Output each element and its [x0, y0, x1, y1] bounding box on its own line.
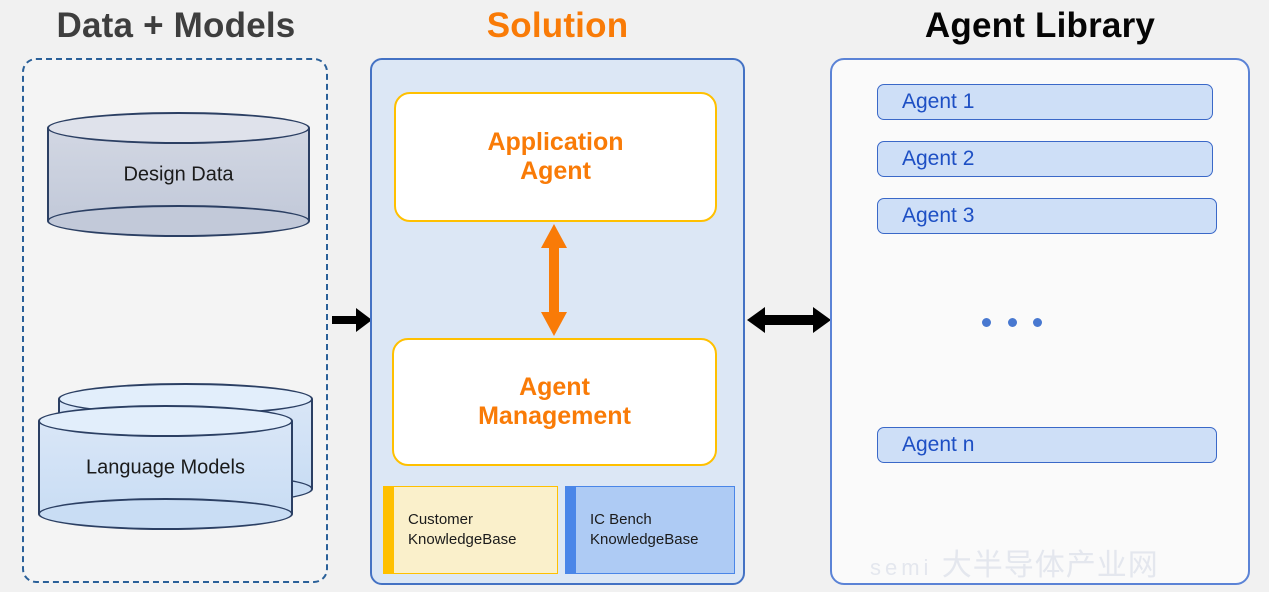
ellipsis-icon — [982, 318, 1042, 327]
agent-label: Agent n — [902, 433, 975, 456]
agent-label: Agent 1 — [902, 90, 975, 113]
solution-box-label: Agent Management — [478, 373, 631, 432]
cylinder-bottom — [47, 205, 310, 237]
knowledge-base-card-ic-bench[interactable]: IC Bench KnowledgeBase — [565, 486, 735, 574]
agent-label: Agent 3 — [902, 204, 975, 227]
cylinder-bottom — [38, 498, 293, 530]
database-cylinder-design-data: Design Data — [47, 112, 310, 237]
label-line1: Application — [487, 127, 624, 156]
agent-label: Agent 2 — [902, 147, 975, 170]
knowledge-base-label: IC Bench KnowledgeBase — [590, 510, 698, 551]
cylinder-top — [47, 112, 310, 144]
watermark-cjk: 大半导体产业网 — [941, 549, 1159, 582]
column-title-data-models: Data + Models — [56, 6, 296, 45]
label-line2: KnowledgeBase — [590, 531, 699, 548]
database-cylinder-language-models: Language Models — [38, 405, 293, 530]
knowledge-base-label: Customer KnowledgeBase — [408, 510, 516, 551]
cylinder-top — [38, 405, 293, 437]
agent-list-item[interactable]: Agent 3 — [877, 198, 1217, 234]
database-label-language-models: Language Models — [85, 456, 245, 478]
column-title-agent-library: Agent Library — [924, 6, 1156, 45]
ellipsis-dot — [1033, 318, 1042, 327]
label-line2: Agent — [520, 157, 591, 185]
agent-list-item[interactable]: Agent n — [877, 427, 1217, 463]
database-cylinder-icon — [47, 112, 310, 237]
database-label-design-data: Design Data — [123, 163, 234, 185]
label-line1: Agent — [519, 372, 590, 401]
knowledge-base-card-customer[interactable]: Customer KnowledgeBase — [383, 486, 558, 574]
label-line2: KnowledgeBase — [408, 531, 517, 548]
solution-box-label: Application Agent — [487, 128, 623, 187]
agent-list-item[interactable]: Agent 1 — [877, 84, 1213, 120]
ellipsis-dot — [982, 318, 991, 327]
panel-agent-library: Agent 1 Agent 2 Agent 3 Agent n — [830, 58, 1250, 585]
solution-box-agent-management[interactable]: Agent Management — [392, 338, 717, 466]
database-cylinder-icon — [38, 405, 293, 530]
label-line1: Customer — [408, 510, 474, 528]
column-title-solution: Solution — [486, 6, 629, 45]
agent-list-item[interactable]: Agent 2 — [877, 141, 1213, 177]
arrow-bidirectional-icon — [747, 307, 831, 333]
ellipsis-dot — [1007, 318, 1017, 327]
bidirectional-arrow-vertical-icon — [541, 224, 567, 336]
watermark-latin: semi — [870, 555, 933, 580]
solution-box-application-agent[interactable]: Application Agent — [394, 92, 717, 222]
label-line1: IC Bench — [590, 510, 652, 528]
label-line2: Management — [478, 402, 631, 430]
arrow-right-icon — [332, 308, 372, 332]
watermark: semi 大半导体产业网 — [870, 540, 1269, 584]
